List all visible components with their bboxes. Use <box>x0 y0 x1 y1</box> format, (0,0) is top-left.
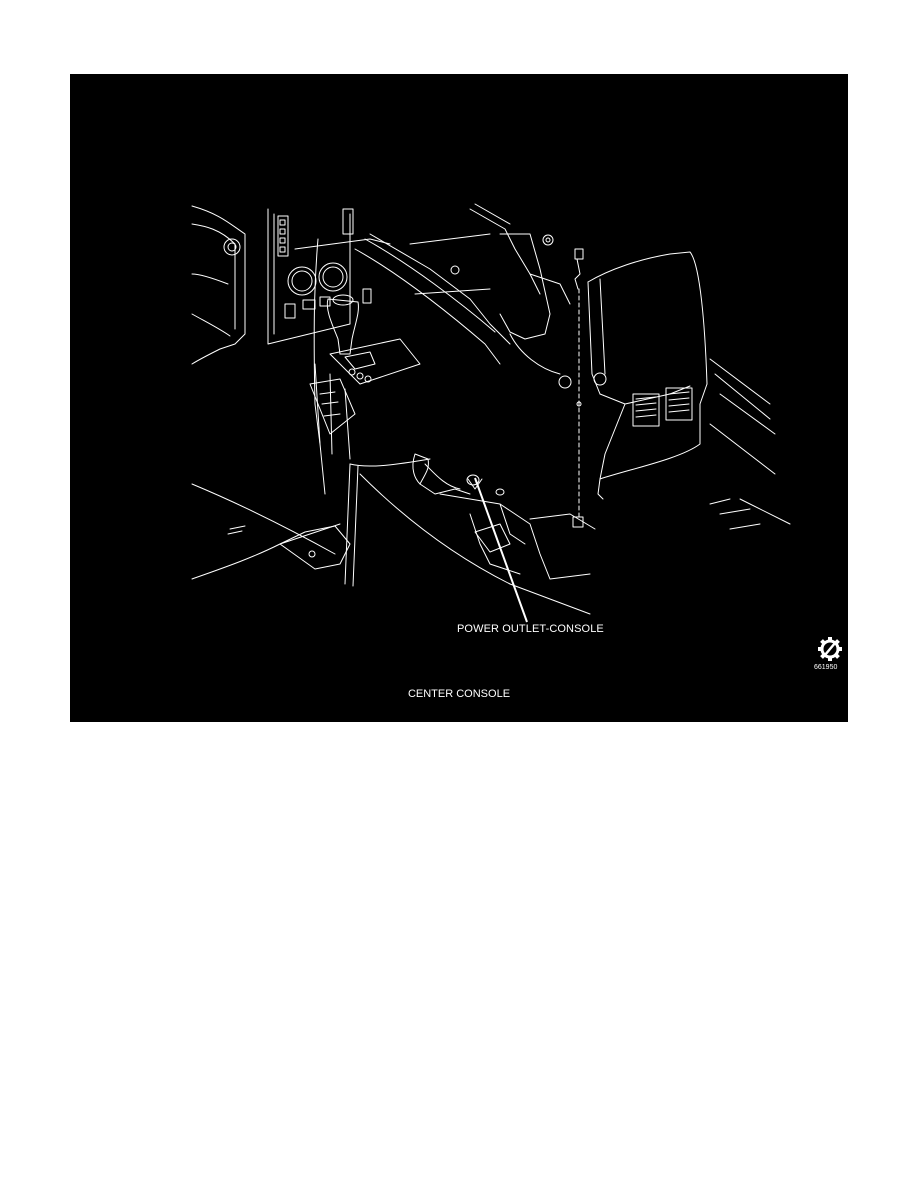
figure-panel: POWER OUTLET-CONSOLE 661950 CENTER CONSO… <box>70 74 848 722</box>
center-console-illustration <box>191 203 791 623</box>
gear-no-symbol-icon <box>818 637 842 661</box>
power-outlet-callout-label: POWER OUTLET-CONSOLE <box>457 623 604 635</box>
callout-leader-line <box>474 477 528 623</box>
figure-code: 661950 <box>814 664 838 671</box>
figure-caption: CENTER CONSOLE <box>407 688 511 700</box>
